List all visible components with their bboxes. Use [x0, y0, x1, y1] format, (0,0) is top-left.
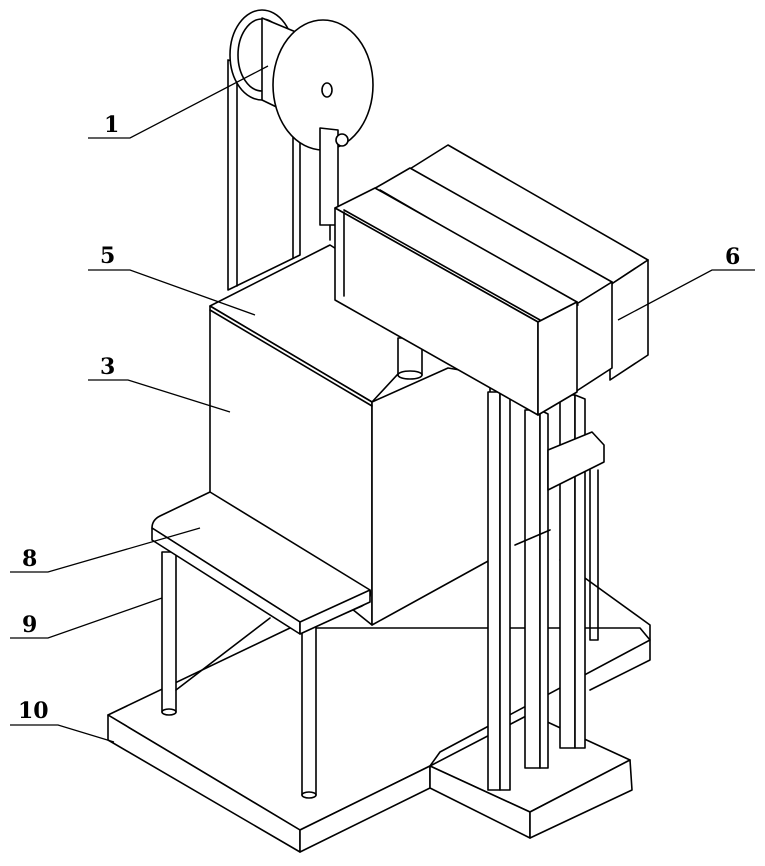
label-6: 6: [725, 244, 740, 270]
label-9: 9: [22, 612, 37, 638]
label-8: 8: [22, 546, 37, 572]
hopper-legs: [488, 392, 604, 790]
label-5: 5: [100, 243, 115, 269]
label-1: 1: [104, 112, 119, 138]
label-10: 10: [18, 698, 49, 724]
label-3: 3: [100, 354, 115, 380]
